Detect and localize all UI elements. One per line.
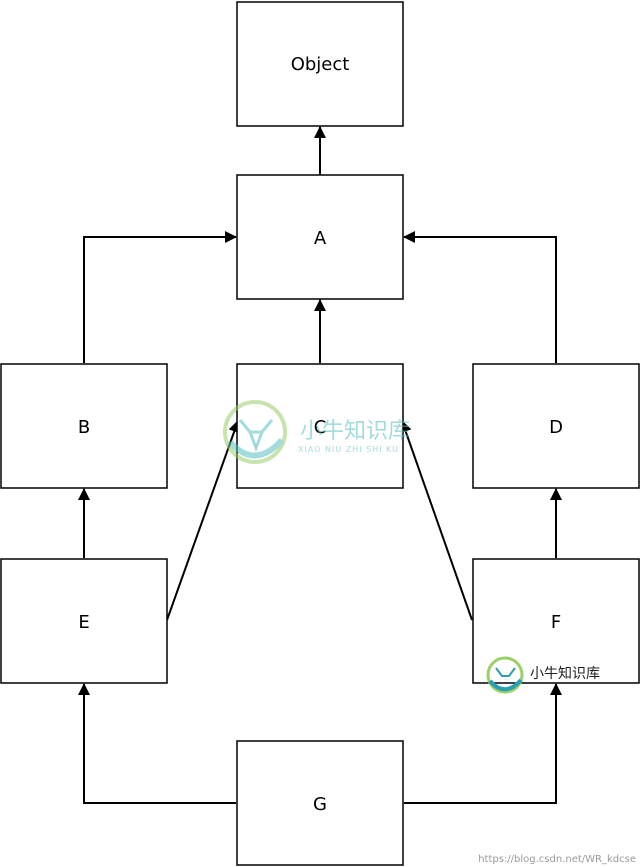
node-f: F	[472, 558, 640, 684]
watermark-corner: 小牛知识库	[486, 656, 600, 694]
edge-b-to-a	[83, 231, 237, 363]
node-g: G	[236, 740, 404, 866]
node-e: E	[0, 558, 168, 684]
edges	[78, 126, 562, 804]
node-object-label: Object	[291, 54, 350, 75]
node-b-label: B	[78, 417, 90, 438]
edge-f-to-c	[399, 420, 473, 621]
watermark-center: 小牛知识库 XIAO NIU ZHI SHI KU	[223, 400, 410, 464]
node-object: Object	[236, 1, 404, 127]
node-e-label: E	[78, 612, 89, 633]
watermark-url: https://blog.csdn.net/WR_kdcse	[478, 854, 636, 865]
node-c: C	[236, 363, 404, 489]
node-d-label: D	[549, 417, 563, 438]
node-a: A	[236, 174, 404, 300]
node-b: B	[0, 363, 168, 489]
node-f-label: F	[551, 612, 561, 633]
edge-e-to-c	[166, 420, 240, 621]
node-c-label: C	[314, 417, 327, 438]
watermark-center-cn: 小牛知识库	[300, 419, 410, 444]
node-g-label: G	[313, 794, 327, 815]
watermark-center-pinyin: XIAO NIU ZHI SHI KU	[298, 445, 399, 454]
edge-g-to-f	[404, 683, 562, 804]
bull-logo-small-icon	[486, 656, 524, 694]
node-a-label: A	[314, 228, 327, 249]
edge-g-to-e	[78, 683, 236, 804]
watermark-corner-cn: 小牛知识库	[530, 665, 600, 682]
node-d: D	[472, 363, 640, 489]
bull-logo-icon	[223, 400, 287, 464]
edge-d-to-a	[403, 231, 557, 363]
